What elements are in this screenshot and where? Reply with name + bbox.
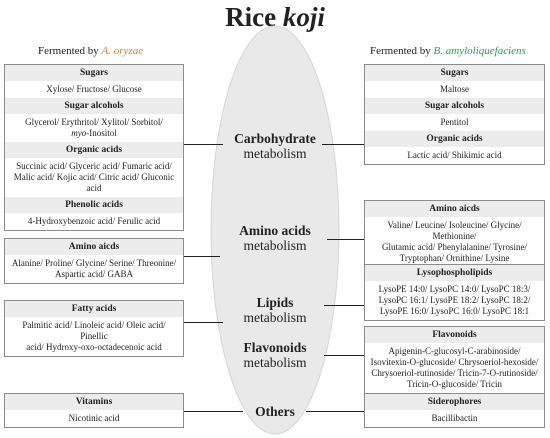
- right-amino-acids-content: Valine/ Leucine/ Isoleucine/ Glycine/ Me…: [382, 220, 527, 263]
- right-flavonoids-content: Apigenin-C-glucosyl-C-arabinoside/Isovit…: [370, 346, 539, 389]
- right-siderophores-content: Bacillibactin: [431, 413, 478, 423]
- right-lysophospholipids-box: Lysophospholipids LysoPE 14:0/ LysoPC 14…: [364, 264, 545, 321]
- right-flavonoids-header: Flavonoids: [365, 327, 544, 343]
- left-fatty-acids-content: Palmitic acid/ Linoleic acid/ Oleic acid…: [22, 320, 166, 352]
- left-organism-header: Fermented by A. oryzae: [38, 45, 144, 57]
- connector-left-lipids: [183, 322, 223, 323]
- left-amino-acids-content: Alanine/ Proline/ Glycine/ Serine/ Threo…: [11, 258, 177, 279]
- right-siderophores-box: Siderophores Bacillibactin: [364, 393, 545, 428]
- right-sugars-content: Maltose: [440, 84, 469, 94]
- right-organic-acids-content: Lactic acid/ Shikimic acid: [407, 150, 502, 160]
- right-sugar-alcohols-content: Pentitol: [440, 117, 469, 127]
- left-fatty-acids-header: Fatty acids: [5, 301, 183, 317]
- connector-right-lipids: [324, 305, 364, 306]
- right-flavonoids-box: Flavonoids Apigenin-C-glucosyl-C-arabino…: [364, 326, 545, 394]
- left-phenolic-acids-header: Phenolic acids: [5, 197, 183, 213]
- connector-right-carb: [322, 144, 364, 145]
- right-sugars-header: Sugars: [365, 65, 544, 81]
- left-sugar-alcohols-content: Glycerol/ Erythritol/ Xylitol/ Sorbitol/…: [25, 117, 163, 138]
- connector-right-others: [306, 411, 364, 412]
- left-sugar-alcohols-header: Sugar alcohols: [5, 98, 183, 114]
- left-amino-acids-box: Amino aicds Alanine/ Proline/ Glycine/ S…: [4, 238, 184, 284]
- right-organism-header: Fermented by B. amyloliquefaciens: [370, 45, 526, 57]
- right-lysophospholipids-header: Lysophospholipids: [365, 265, 544, 281]
- diagram-title: Rice koji: [225, 2, 325, 32]
- left-organic-acids-header: Organic acids: [5, 142, 183, 158]
- right-sugar-alcohols-header: Sugar alcohols: [365, 98, 544, 114]
- connector-right-amino: [327, 239, 364, 240]
- left-vitamins-header: Vitamins: [5, 394, 183, 410]
- left-sugars-header: Sugars: [5, 65, 183, 81]
- left-vitamins-content: Nicotinic acid: [68, 413, 120, 423]
- connector-left-carb: [183, 144, 223, 145]
- connector-left-others: [183, 411, 243, 412]
- right-siderophores-header: Siderophores: [365, 394, 544, 410]
- right-carbohydrate-box: Sugars Maltose Sugar alcohols Pentitol O…: [364, 64, 545, 165]
- rice-grain-shape: [210, 25, 340, 435]
- left-fatty-acids-box: Fatty acids Palmitic acid/ Linoleic acid…: [4, 300, 184, 357]
- left-amino-acids-header: Amino aicds: [5, 239, 183, 255]
- left-carbohydrate-box: Sugars Xylose/ Fructose/ Glucose Sugar a…: [4, 64, 184, 231]
- right-lysophospholipids-content: LysoPE 14:0/ LysoPC 14:0/ LysoPC 18:3/Ly…: [378, 284, 531, 316]
- right-amino-acids-header: Amino aicds: [365, 201, 544, 217]
- connector-right-flavonoids: [324, 355, 364, 356]
- left-vitamins-box: Vitamins Nicotinic acid: [4, 393, 184, 428]
- left-sugars-content: Xylose/ Fructose/ Glucose: [46, 84, 142, 94]
- left-phenolic-acids-content: 4-Hydroxybenzoic acid/ Ferulic acid: [27, 216, 161, 226]
- right-amino-acids-box: Amino aicds Valine/ Leucine/ Isoleucine/…: [364, 200, 545, 268]
- left-organic-acids-content: Succinic acid/ Glyceric acid/ Fumaric ac…: [13, 161, 175, 193]
- connector-left-amino: [183, 256, 220, 257]
- label-others: Others: [255, 404, 295, 419]
- right-organic-acids-header: Organic acids: [365, 131, 544, 147]
